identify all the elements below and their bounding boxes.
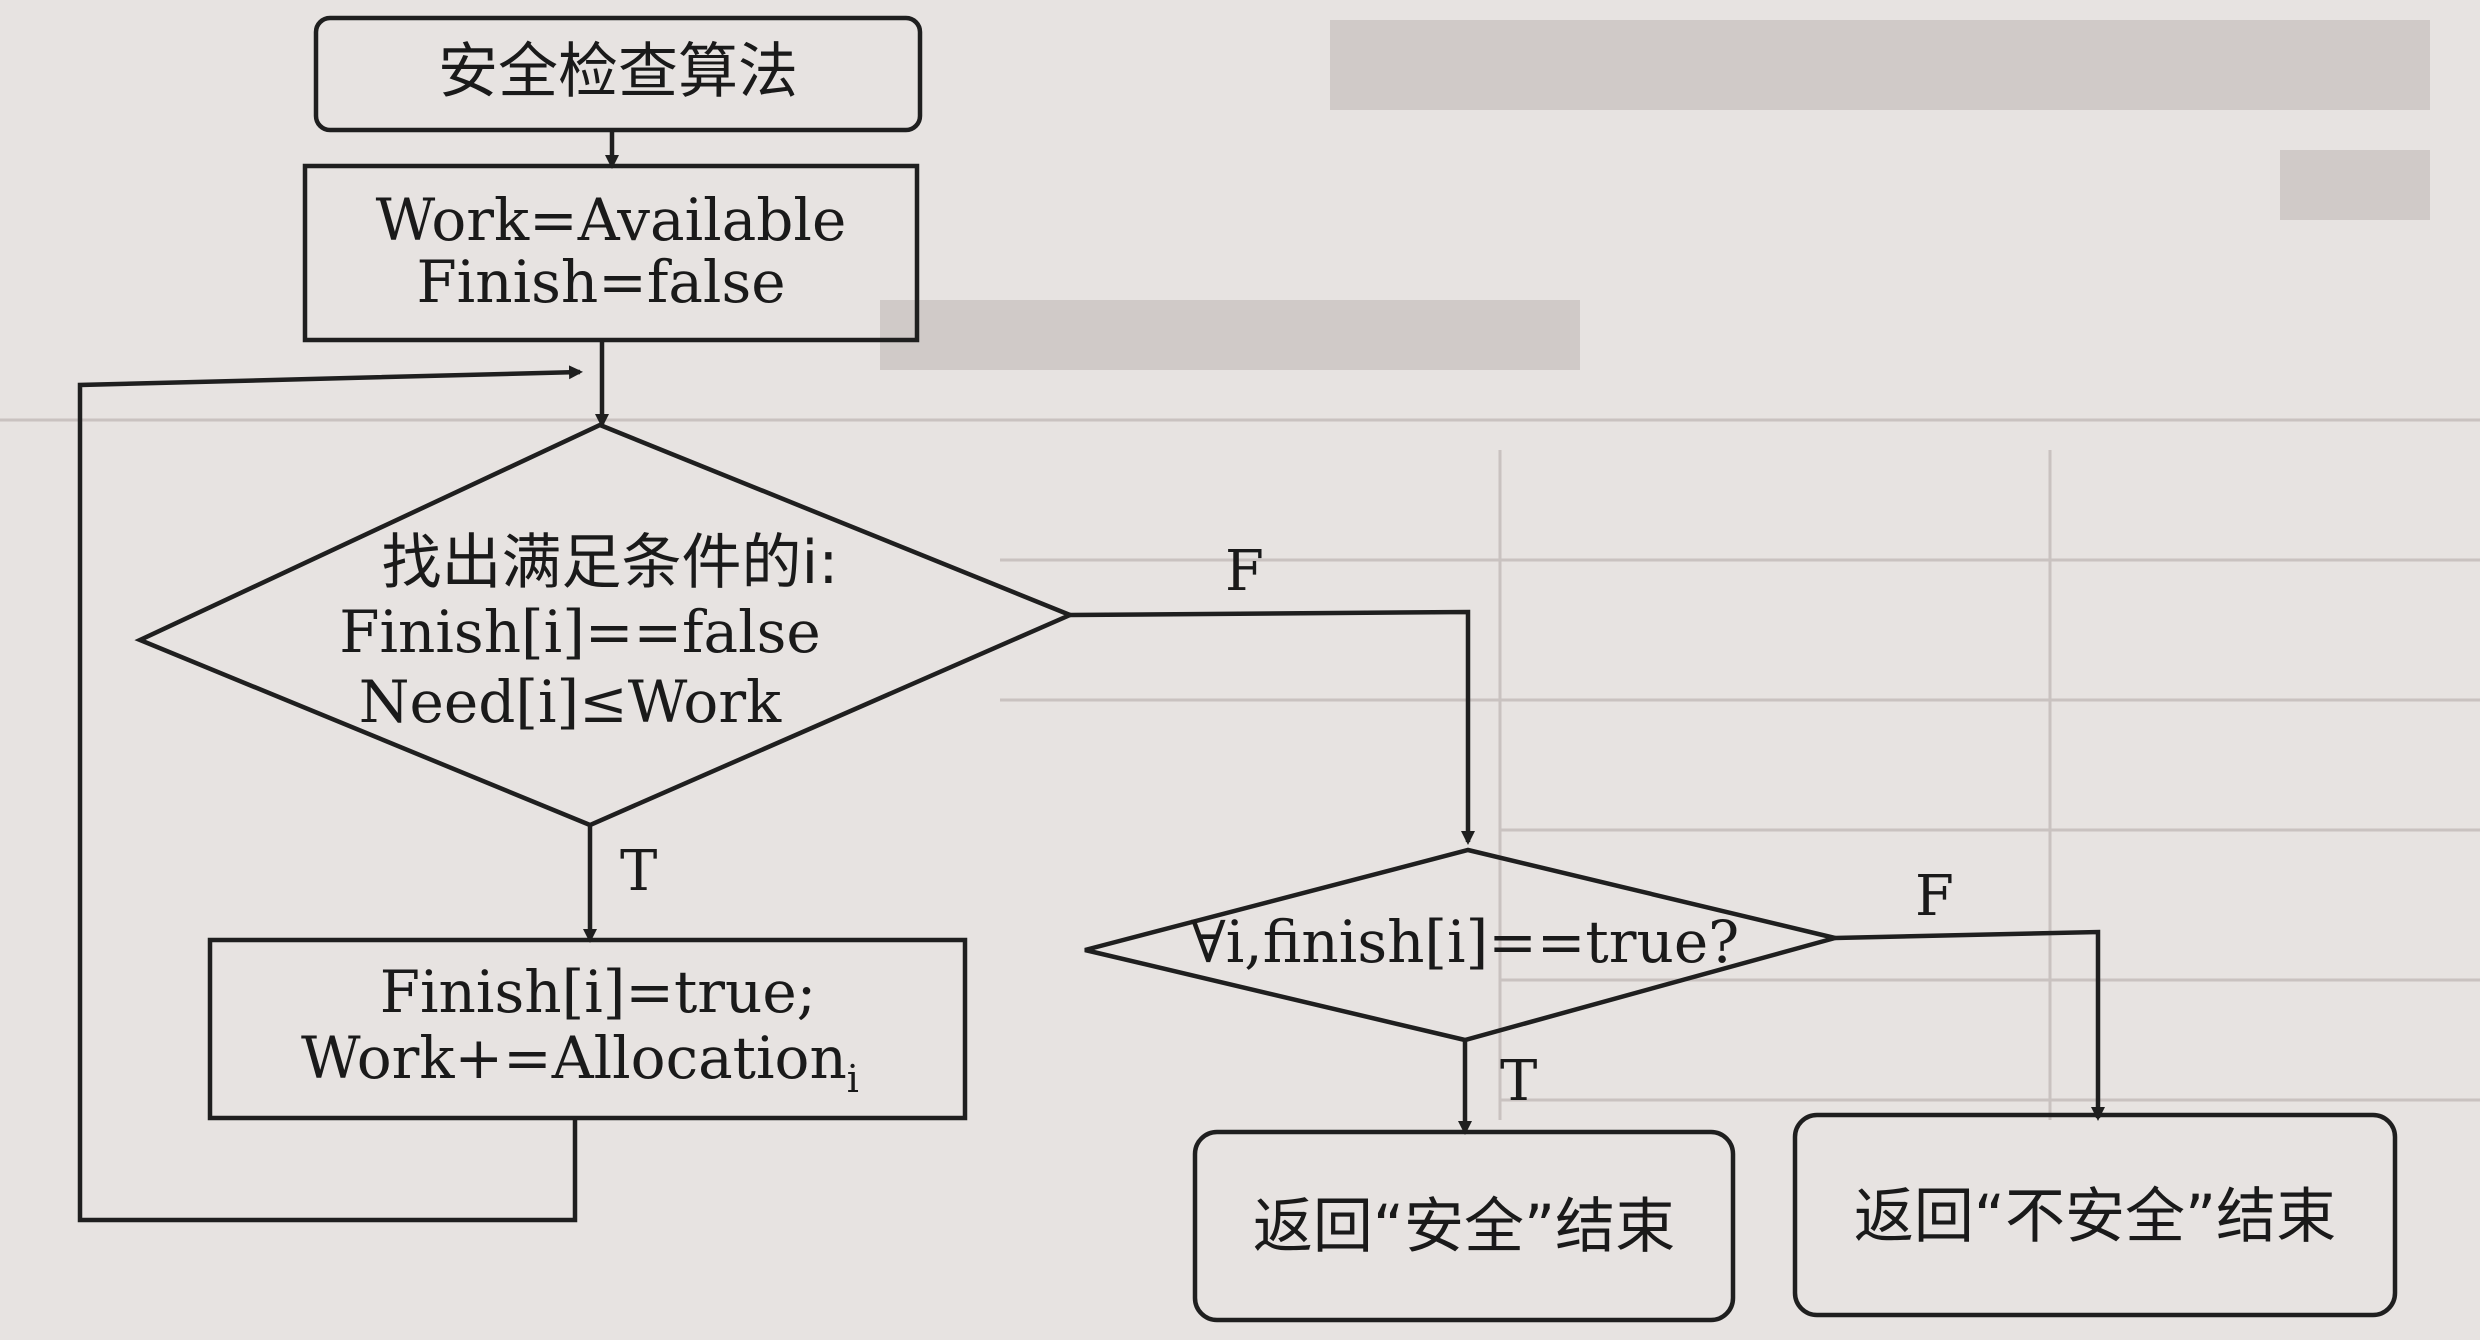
find-label-line1: 找出满足条件的i: — [382, 528, 839, 598]
unsafe-end-box — [1792, 1112, 2398, 1318]
edge-check-unsafe — [1834, 929, 2105, 1121]
update-box — [207, 937, 968, 1121]
edge-label-find-false: F — [1225, 539, 1264, 604]
safe-end-box — [1192, 1129, 1736, 1323]
find-decision-node: 找出满足条件的i: Finish[i]==false Need[i]≤Work — [134, 422, 1076, 828]
unsafe-end-node: 返回“不安全”结束 — [1792, 1112, 2398, 1318]
update-label-line1: Finish[i]=true; — [380, 958, 816, 1026]
start-node: 安全检查算法 — [313, 15, 923, 133]
check-decision-node: ∀i,finish[i]==true? — [1084, 847, 1836, 1043]
edge-label-find-true: T — [620, 839, 657, 904]
init-label-line1: Work=Available — [376, 186, 847, 254]
edge-label-check-true: T — [1500, 1049, 1537, 1114]
check-label: ∀i,finish[i]==true? — [1191, 908, 1740, 976]
update-label-subscript: i — [847, 1057, 859, 1101]
find-label-line2: Finish[i]==false — [339, 598, 821, 666]
init-box — [302, 163, 920, 343]
edge-find-check — [1069, 609, 1475, 845]
start-box — [313, 15, 923, 133]
update-node: Finish[i]=true; Work+=Allocationi — [207, 937, 968, 1121]
edge-label-check-false: F — [1915, 864, 1954, 929]
find-label-line3: Need[i]≤Work — [359, 668, 782, 736]
edge-loop-back — [77, 365, 583, 1223]
safe-end-label: 返回“安全”结束 — [1253, 1192, 1675, 1262]
start-label: 安全检查算法 — [438, 37, 798, 107]
init-label-line2: Finish=false — [416, 248, 785, 316]
safe-end-node: 返回“安全”结束 — [1192, 1129, 1736, 1323]
bleed-through-background — [0, 20, 2480, 1120]
update-label-main: Work+=Allocation — [301, 1024, 847, 1092]
init-node: Work=Available Finish=false — [302, 163, 920, 343]
update-label-line2: Work+=Allocationi — [301, 1024, 859, 1101]
unsafe-end-label: 返回“不安全”结束 — [1854, 1182, 2336, 1252]
